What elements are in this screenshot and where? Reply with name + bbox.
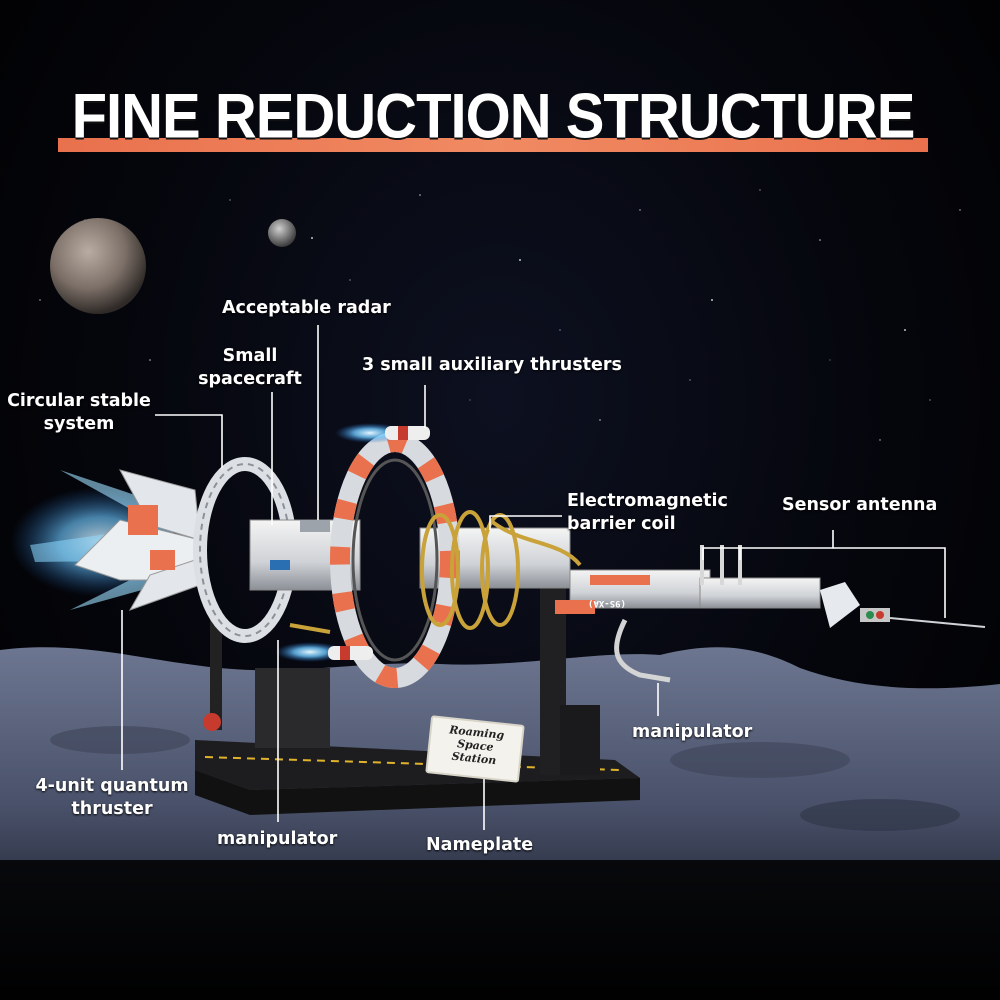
auxiliary-thrusters <box>275 423 430 662</box>
bottom-shadow <box>0 860 1000 1000</box>
label-acceptable-radar: Acceptable radar <box>222 298 391 318</box>
label-em-coil-line1: Electromagnetic <box>567 491 728 511</box>
label-circular-stable-line1: Circular stable <box>7 391 151 411</box>
label-manipulator-right: manipulator <box>632 722 753 742</box>
label-small-spacecraft: Small spacecraft <box>195 345 305 391</box>
crater <box>50 726 190 754</box>
label-auxiliary-thrusters: 3 small auxiliary thrusters <box>362 355 622 375</box>
rear-fins <box>74 469 201 611</box>
crater <box>670 742 850 778</box>
label-quantum-thruster-line2: thruster <box>71 799 153 819</box>
label-electromagnetic-barrier-coil: Electromagnetic barrier coil <box>567 490 728 536</box>
title-underline-bar <box>58 138 928 152</box>
label-manipulator-left: manipulator <box>217 829 338 849</box>
label-em-coil-line2: barrier coil <box>567 514 676 534</box>
roaming-space-station-nameplate: Roaming Space Station <box>425 715 525 783</box>
electromagnetic-coils <box>420 510 582 630</box>
label-small-spacecraft-line1: Small <box>222 346 278 366</box>
crater <box>800 799 960 831</box>
large-moon <box>50 218 146 314</box>
page-title: FINE REDUCTION STRUCTURE <box>58 81 928 156</box>
small-moon <box>268 219 296 247</box>
label-sensor-antenna: Sensor antenna <box>782 495 938 515</box>
star-field <box>39 189 961 441</box>
callout-leader-lines <box>121 325 946 830</box>
label-circular-stable-line2: system <box>43 414 115 434</box>
label-quantum-thruster-line1: 4-unit quantum <box>35 776 189 796</box>
label-nameplate: Nameplate <box>426 835 534 855</box>
label-circular-stable-system: Circular stable system <box>4 390 154 436</box>
title-text: FINE REDUCTION STRUCTURE <box>71 81 916 152</box>
label-quantum-thruster: 4-unit quantum thruster <box>26 775 198 821</box>
hull-model-marking: (9S-XA) <box>588 598 626 608</box>
display-base <box>195 560 640 815</box>
label-small-spacecraft-line2: spacecraft <box>198 369 302 389</box>
manipulator-arm-left <box>289 623 331 634</box>
habitat-ring <box>330 432 460 688</box>
manipulator-arm-right <box>614 618 671 683</box>
